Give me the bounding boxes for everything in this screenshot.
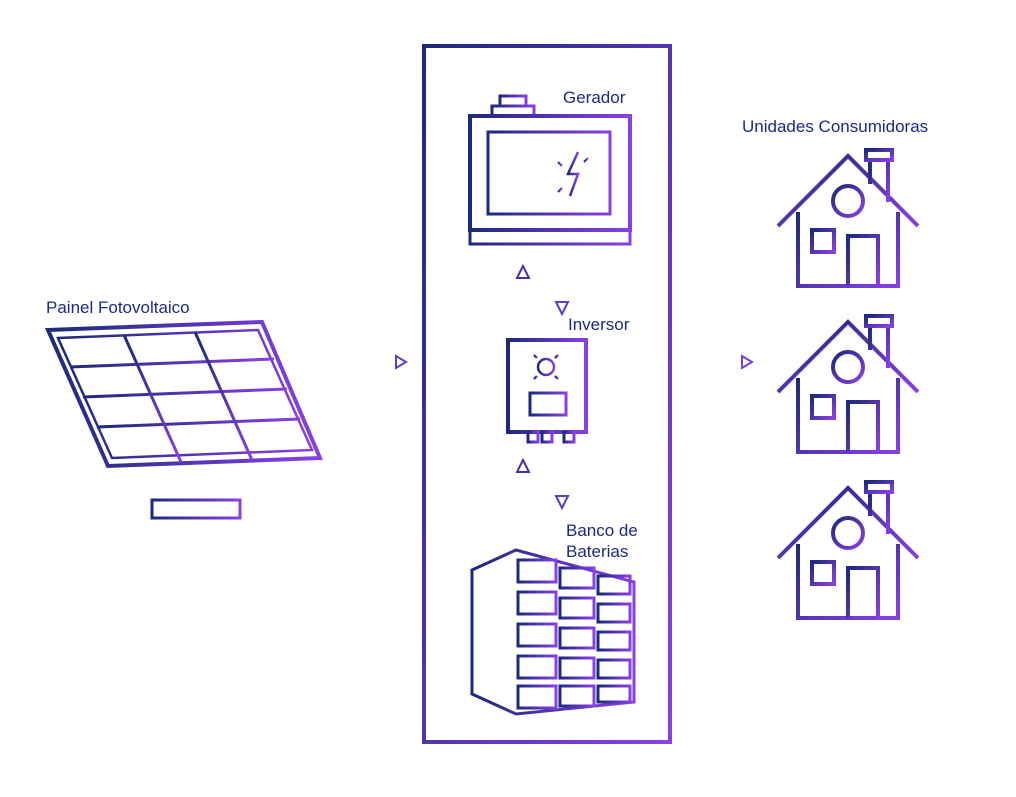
inverter-icon [506,338,588,444]
label-inverter: Inversor [568,315,630,334]
arrow-inverter-to-battery [554,462,570,511]
battery-bank-icon [470,548,636,716]
house-icon [776,314,920,454]
label-generator: Gerador [563,88,626,107]
solar-panel-icon [44,319,323,520]
house-icon [776,148,920,288]
generator-icon [466,94,634,246]
arrow-inverter-to-generator [515,263,531,318]
power-bus-lines [300,246,780,548]
label-battery-bank-line1: Banco de [566,521,638,540]
house-icon [776,480,920,620]
arrow-generator-to-inverter [554,268,570,317]
arrow-battery-to-inverter [515,457,531,508]
label-solar-panel: Painel Fotovoltaico [46,298,190,317]
arrow-panel-to-inverter [330,354,408,370]
label-consumers: Unidades Consumidoras [742,117,928,136]
arrow-inverter-to-consumers [676,354,754,370]
system-enclosure [422,44,672,744]
label-battery-bank-line2: Baterias [566,542,628,561]
flow-arrows [330,263,754,511]
consumer-units [776,148,920,620]
